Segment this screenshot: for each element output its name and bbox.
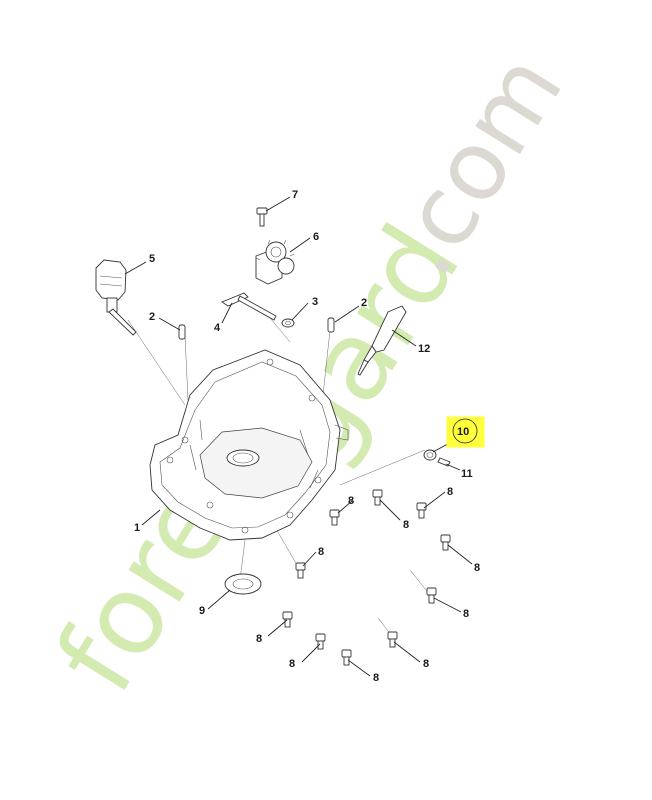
callout-4: 4 [214,322,221,334]
callout-10: 10 [457,426,469,438]
callout-8: 8 [423,658,429,670]
callout-8: 8 [447,486,453,498]
bolt [387,631,398,648]
callout-8: 8 [318,546,324,558]
screw-top [256,207,268,227]
callout-8: 8 [373,672,379,684]
svg-text:.com: .com [365,35,585,294]
sealant-tube [357,305,407,376]
dowel-pin-left [178,324,186,340]
bolt [426,587,437,604]
bolt [440,534,451,551]
bolt-group [282,489,451,666]
callout-8: 8 [463,608,469,620]
callout-10-circle [452,418,478,444]
callout-5: 5 [149,253,155,265]
callout-8: 8 [256,633,262,645]
bolt [329,509,340,526]
callout-9: 9 [199,605,205,617]
callout-labels: 1 2 2 3 4 5 6 7 10 11 12 9 8 8 8 8 8 8 8… [134,189,480,684]
callout-1: 1 [134,522,140,534]
callout-3: 3 [312,296,318,308]
governor-rod [221,292,277,321]
callout-8: 8 [348,495,354,507]
bolt [315,633,326,650]
bolt [416,502,427,519]
callout-8: 8 [474,562,480,574]
small-plug [423,449,437,461]
oil-sensor [95,259,137,336]
callout-8: 8 [289,658,295,670]
bolt [282,611,293,628]
bolt [372,489,383,506]
bolt [341,649,352,666]
callout-7: 7 [292,189,298,201]
oil-seal [224,573,262,595]
callout-6: 6 [313,231,319,243]
washer [281,318,295,328]
callout-2-right: 2 [361,297,367,309]
callout-11: 11 [461,468,473,480]
callout-12: 12 [418,343,430,355]
governor-gear-assembly [255,239,295,285]
dowel-pin-right [327,317,335,333]
crankcase-housing [149,349,349,541]
callout-2-left: 2 [149,311,155,323]
callout-8: 8 [403,519,409,531]
bolt [295,562,306,579]
